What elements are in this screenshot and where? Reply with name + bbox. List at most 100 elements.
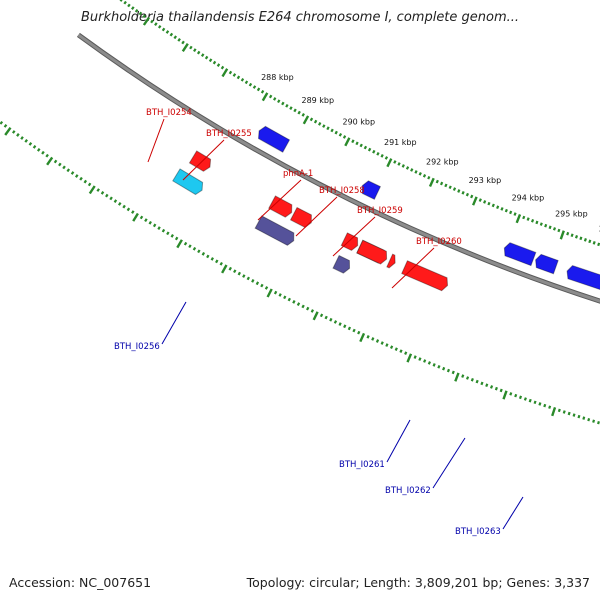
gene-label-leader — [257, 179, 302, 221]
inner-minor-tick — [359, 143, 363, 148]
outer-minor-tick — [28, 142, 33, 146]
outer-minor-tick — [170, 234, 174, 238]
inner-minor-tick — [173, 35, 178, 40]
outer-minor-tick — [514, 393, 518, 398]
inner-minor-tick — [277, 99, 281, 104]
outer-minor-tick — [533, 400, 537, 405]
reverse-cds-BTH_I0263-arrow — [566, 265, 600, 291]
inner-minor-tick — [410, 168, 414, 172]
inner-minor-tick — [579, 236, 583, 241]
outer-minor-tick — [16, 133, 20, 137]
outer-minor-tick — [413, 355, 417, 359]
outer-minor-tick — [74, 174, 79, 178]
outer-minor-tick — [528, 398, 532, 403]
inner-minor-tick — [439, 181, 444, 186]
inner-minor-tick — [301, 113, 305, 117]
inner-minor-tick — [418, 172, 422, 176]
gene-label: BTH_I0259 — [357, 206, 403, 216]
inner-minor-tick — [452, 187, 457, 191]
outer-minor-tick — [233, 269, 237, 274]
outer-major-tick — [221, 264, 228, 274]
outer-minor-tick — [105, 193, 109, 198]
outer-minor-tick — [470, 377, 474, 382]
gene-label: phnA-1 — [283, 169, 313, 179]
inner-minor-tick — [193, 48, 197, 52]
inner-minor-tick — [142, 14, 146, 19]
outer-minor-tick — [538, 402, 542, 406]
outer-minor-tick — [319, 313, 324, 318]
scale-label: 289 kbp — [301, 96, 334, 105]
outer-major-tick — [4, 126, 12, 136]
scale-label: 293 kbp — [469, 176, 502, 185]
gene-label-leader — [332, 216, 376, 257]
inner-minor-tick — [297, 110, 301, 115]
outer-minor-tick — [343, 324, 347, 329]
outer-major-tick — [454, 372, 460, 382]
outer-minor-tick — [36, 147, 41, 152]
outer-minor-tick — [442, 366, 446, 371]
outer-minor-tick — [100, 191, 105, 195]
inner-minor-tick — [535, 220, 539, 225]
cyan-feature-arrow — [172, 168, 204, 196]
inner-minor-tick — [457, 189, 461, 193]
inner-minor-tick — [548, 225, 552, 230]
inner-minor-tick — [401, 164, 405, 168]
inner-minor-tick — [496, 205, 500, 210]
outer-minor-tick — [53, 159, 58, 164]
inner-minor-tick — [583, 238, 587, 242]
gene-label: BTH_I0261 — [339, 460, 385, 470]
inner-minor-tick — [220, 65, 225, 70]
outer-minor-tick — [242, 274, 246, 278]
inner-minor-tick — [530, 218, 535, 223]
gene-label-leader — [182, 139, 225, 181]
inner-minor-tick — [309, 117, 314, 122]
inner-minor-tick — [177, 37, 181, 42]
outer-minor-tick — [96, 188, 100, 192]
outer-minor-tick — [338, 322, 342, 326]
outer-minor-tick — [357, 330, 361, 335]
outer-minor-tick — [117, 201, 122, 206]
genome-stats-label: Topology: circular; Length: 3,809,201 bp… — [246, 575, 590, 590]
inner-minor-tick — [414, 170, 418, 174]
outer-minor-tick — [592, 419, 596, 423]
trna-BTH_I0254-arrow — [254, 215, 295, 246]
outer-minor-tick — [543, 403, 547, 408]
inner-minor-tick — [285, 103, 289, 108]
outer-minor-tick — [20, 136, 24, 140]
inner-minor-tick — [150, 19, 154, 24]
inner-minor-tick — [597, 242, 600, 247]
inner-minor-tick — [252, 85, 257, 89]
inner-minor-tick — [422, 174, 427, 178]
forward-cds-2-arrow — [289, 206, 312, 228]
inner-major-tick — [142, 16, 150, 26]
scale-label: 294 kbp — [512, 193, 545, 202]
inner-minor-tick — [216, 63, 221, 67]
inner-minor-tick — [289, 106, 293, 110]
inner-major-tick — [181, 43, 189, 52]
outer-minor-tick — [66, 168, 71, 173]
gene-label-leader — [161, 301, 187, 345]
outer-major-tick — [406, 353, 413, 363]
outer-minor-tick — [572, 413, 576, 417]
inner-minor-tick — [363, 145, 368, 150]
outer-major-tick — [502, 390, 508, 400]
outer-minor-tick — [210, 257, 214, 261]
inner-minor-tick — [268, 94, 273, 99]
outer-minor-tick — [597, 420, 600, 425]
forward-cds-BTH_I0259-arrow — [386, 253, 396, 269]
inner-minor-tick — [552, 227, 557, 231]
outer-minor-tick — [333, 320, 338, 324]
inner-minor-tick — [355, 141, 359, 146]
inner-minor-tick — [470, 194, 474, 199]
inner-minor-tick — [478, 198, 482, 202]
gene-label-leader — [147, 118, 165, 163]
inner-major-tick — [344, 137, 351, 147]
outer-minor-tick — [139, 215, 144, 220]
outer-minor-tick — [380, 341, 384, 345]
inner-minor-tick — [119, 0, 123, 2]
outer-minor-tick — [113, 199, 118, 203]
inner-minor-tick — [322, 124, 326, 128]
outer-minor-tick — [394, 347, 398, 351]
